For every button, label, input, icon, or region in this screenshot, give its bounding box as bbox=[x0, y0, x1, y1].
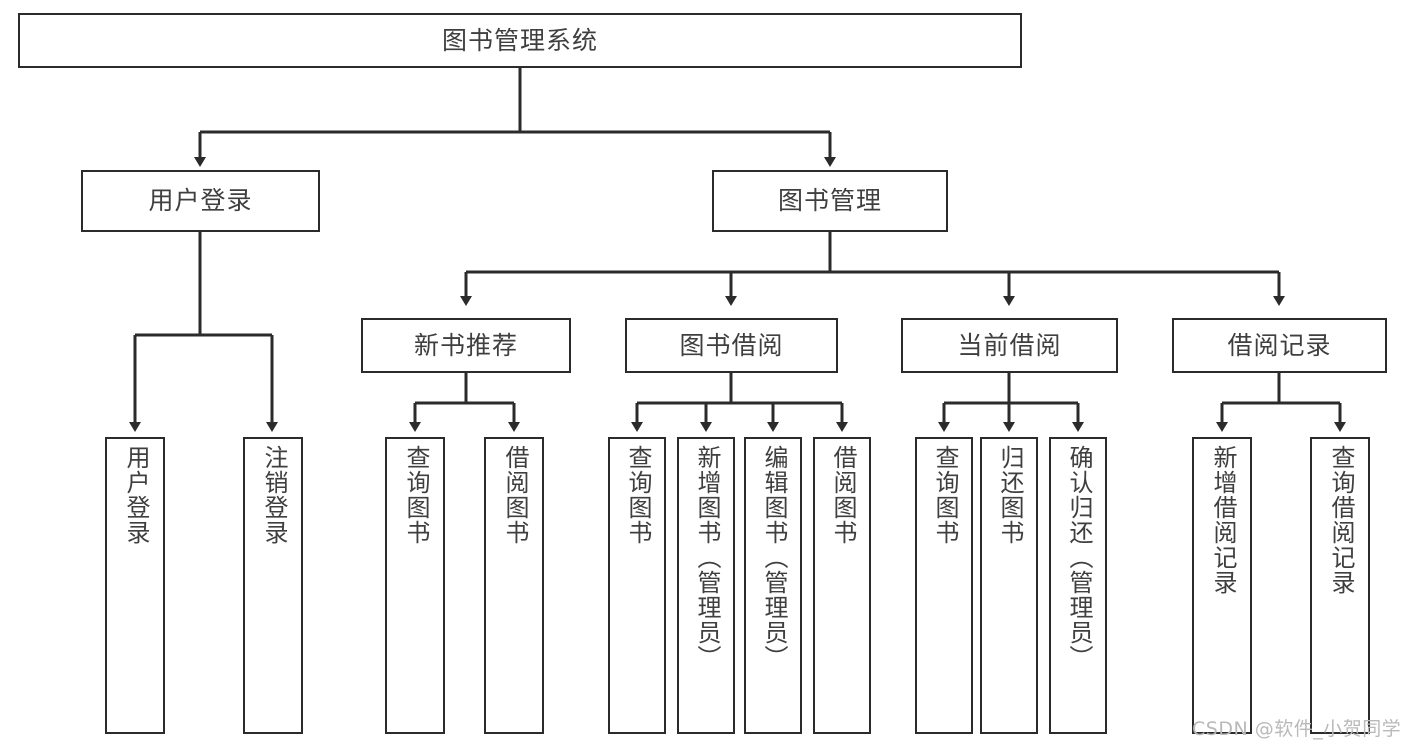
node-new-book-recommendation[interactable]: 新书推荐 bbox=[361, 318, 571, 373]
node-borrow-record[interactable]: 借阅记录 bbox=[1172, 318, 1387, 373]
node-label: 图书管理系统 bbox=[441, 25, 598, 55]
leaf-borrow-book[interactable]: 借阅图书 bbox=[813, 437, 871, 734]
node-label: 用户登录 bbox=[121, 445, 150, 545]
node-label: 查询借阅记录 bbox=[1326, 445, 1355, 595]
leaf-query-book-borrow[interactable]: 查询图书 bbox=[608, 437, 666, 734]
leaf-query-borrow-record[interactable]: 查询借阅记录 bbox=[1310, 437, 1370, 734]
node-label: 借阅图书 bbox=[828, 445, 857, 545]
node-current-borrow[interactable]: 当前借阅 bbox=[901, 318, 1118, 373]
leaf-confirm-return-admin[interactable]: 确认归还（管理员） bbox=[1049, 437, 1107, 734]
leaf-query-book-recommend[interactable]: 查询图书 bbox=[385, 437, 445, 734]
node-label: 图书借阅 bbox=[679, 330, 784, 360]
node-label: 借阅图书 bbox=[500, 445, 529, 545]
node-book-management[interactable]: 图书管理 bbox=[712, 170, 948, 232]
leaf-add-borrow-record[interactable]: 新增借阅记录 bbox=[1192, 437, 1252, 734]
node-label: 图书管理 bbox=[777, 186, 882, 216]
node-book-borrow[interactable]: 图书借阅 bbox=[625, 318, 838, 373]
node-label: 借阅记录 bbox=[1227, 330, 1332, 360]
node-label: 新增借阅记录 bbox=[1208, 445, 1237, 595]
node-root-book-management-system[interactable]: 图书管理系统 bbox=[18, 13, 1022, 68]
csdn-watermark: CSDN @软件_小贺同学 bbox=[1192, 718, 1402, 740]
node-label: 当前借阅 bbox=[957, 330, 1062, 360]
leaf-borrow-book-recommend[interactable]: 借阅图书 bbox=[484, 437, 544, 734]
node-label: 查询图书 bbox=[401, 445, 430, 545]
node-label: 查询图书 bbox=[623, 445, 652, 545]
leaf-user-login[interactable]: 用户登录 bbox=[105, 437, 165, 734]
node-label: 确认归还（管理员） bbox=[1064, 445, 1093, 670]
node-label: 注销登录 bbox=[259, 445, 288, 545]
node-label: 查询图书 bbox=[930, 445, 959, 545]
node-label: 用户登录 bbox=[148, 186, 253, 216]
node-label: 新增图书（管理员） bbox=[692, 445, 721, 670]
node-user-login[interactable]: 用户登录 bbox=[81, 170, 320, 232]
node-label: 归还图书 bbox=[995, 445, 1024, 545]
leaf-edit-book-admin[interactable]: 编辑图书（管理员） bbox=[744, 437, 802, 734]
leaf-logout[interactable]: 注销登录 bbox=[243, 437, 303, 734]
leaf-add-book-admin[interactable]: 新增图书（管理员） bbox=[677, 437, 735, 734]
leaf-return-book[interactable]: 归还图书 bbox=[980, 437, 1038, 734]
leaf-query-book-current[interactable]: 查询图书 bbox=[915, 437, 973, 734]
node-label: 新书推荐 bbox=[413, 330, 518, 360]
node-label: 编辑图书（管理员） bbox=[759, 445, 788, 670]
